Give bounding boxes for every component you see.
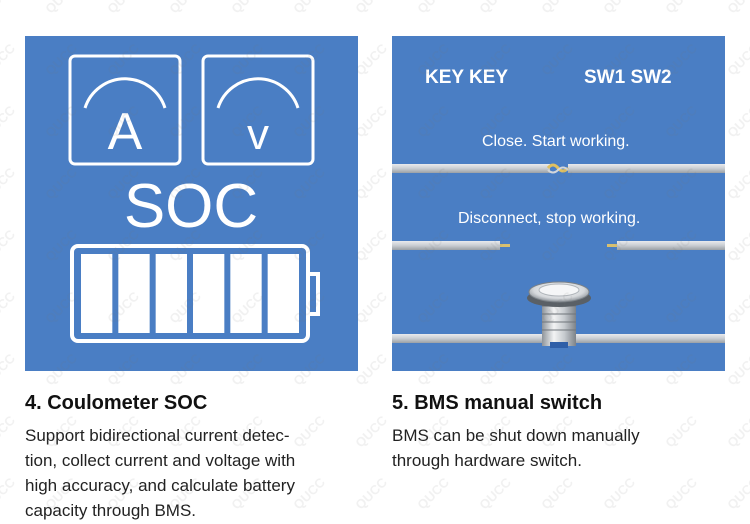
- watermark-text: QUCC: [0, 474, 18, 513]
- battery-cell: [230, 254, 262, 333]
- watermark-text: QUCC: [724, 226, 750, 265]
- ammeter-label: A: [108, 103, 143, 161]
- watermark-text: QUCC: [724, 102, 750, 141]
- right-caption-line: through hardware switch.: [392, 451, 582, 470]
- disconnected-wire: [392, 241, 725, 250]
- battery-icon: [70, 244, 320, 343]
- watermark-text: QUCC: [166, 0, 204, 16]
- header-keys-label: KEY KEY: [425, 67, 509, 88]
- watermark-text: QUCC: [352, 0, 390, 16]
- battery-cell: [193, 254, 225, 333]
- left-caption-line: Support bidirectional current detec-: [25, 426, 290, 445]
- watermark-text: QUCC: [414, 0, 452, 16]
- watermark-text: QUCC: [600, 0, 638, 16]
- watermark-text: QUCC: [0, 0, 18, 16]
- watermark-text: QUCC: [290, 474, 328, 513]
- left-caption-line: tion, collect current and voltage with: [25, 451, 296, 470]
- watermark-text: QUCC: [724, 288, 750, 327]
- watermark-text: QUCC: [0, 412, 18, 451]
- header-switches-label: SW1 SW2: [584, 67, 672, 88]
- close-status-text: Close. Start working.: [482, 133, 630, 150]
- watermark-text: QUCC: [0, 350, 18, 389]
- battery-cell: [118, 254, 150, 333]
- watermark-text: QUCC: [414, 474, 452, 513]
- voltmeter-label: v: [247, 110, 269, 159]
- watermark-text: QUCC: [476, 0, 514, 16]
- watermark-text: QUCC: [290, 0, 328, 16]
- watermark-text: QUCC: [724, 164, 750, 203]
- push-button-switch-icon: [527, 281, 591, 348]
- right-caption-body: BMS can be shut down manually through ha…: [392, 423, 640, 473]
- left-caption-title: 4. Coulometer SOC: [25, 392, 208, 414]
- battery-cell: [81, 254, 113, 333]
- left-caption-body: Support bidirectional current detec- tio…: [25, 423, 295, 523]
- battery-cell: [267, 254, 299, 333]
- battery-cell: [155, 254, 187, 333]
- closed-wire: [392, 163, 725, 174]
- disconnect-status-text: Disconnect, stop working.: [458, 210, 641, 227]
- watermark-text: QUCC: [724, 350, 750, 389]
- left-caption-line: capacity through BMS.: [25, 501, 197, 520]
- watermark-text: QUCC: [0, 226, 18, 265]
- right-caption-line: BMS can be shut down manually: [392, 426, 640, 445]
- right-caption-title: 5. BMS manual switch: [392, 392, 603, 414]
- ammeter-icon: [68, 54, 182, 166]
- watermark-text: QUCC: [352, 412, 390, 451]
- soc-label: SOC: [124, 172, 258, 241]
- watermark-text: QUCC: [662, 412, 700, 451]
- watermark-text: QUCC: [42, 0, 80, 16]
- watermark-text: QUCC: [538, 0, 576, 16]
- watermark-text: QUCC: [476, 474, 514, 513]
- watermark-text: QUCC: [538, 474, 576, 513]
- watermark-text: QUCC: [600, 474, 638, 513]
- watermark-text: QUCC: [0, 40, 18, 79]
- watermark-text: QUCC: [228, 0, 266, 16]
- watermark-text: QUCC: [0, 164, 18, 203]
- watermark-text: QUCC: [724, 40, 750, 79]
- watermark-text: QUCC: [0, 288, 18, 327]
- watermark-text: QUCC: [724, 412, 750, 451]
- voltmeter-icon: [201, 54, 315, 166]
- wiring-graphic: [392, 163, 725, 348]
- watermark-text: QUCC: [290, 412, 328, 451]
- coulometer-graphic: A v SOC: [68, 54, 320, 343]
- watermark-text: QUCC: [724, 0, 750, 16]
- manual-switch-illustration: KEY KEY SW1 SW2 Close. Start working. Di…: [392, 36, 725, 371]
- coulometer-illustration: A v SOC: [25, 36, 358, 371]
- left-caption-line: high accuracy, and calculate battery: [25, 476, 295, 495]
- watermark-text: QUCC: [0, 102, 18, 141]
- watermark-text: QUCC: [104, 0, 142, 16]
- watermark-text: QUCC: [724, 474, 750, 513]
- watermark-text: QUCC: [662, 474, 700, 513]
- watermark-text: QUCC: [352, 474, 390, 513]
- watermark-text: QUCC: [662, 0, 700, 16]
